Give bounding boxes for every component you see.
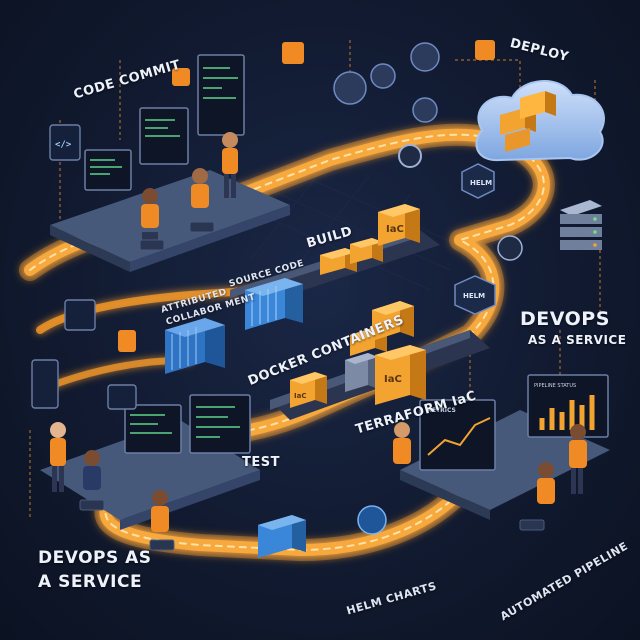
label-devops-right-2: AS A SERVICE: [528, 333, 627, 347]
build-crates: [320, 204, 420, 275]
monitors-metrics: [419, 374, 609, 471]
person-5: [83, 450, 101, 490]
docker-container-3: [258, 515, 306, 558]
monitors-code: [84, 54, 245, 191]
docker-container-2: [245, 278, 303, 330]
terraform-crates: [290, 301, 426, 408]
person-1: [222, 132, 238, 198]
tool-icons: [333, 42, 523, 535]
helm-badge-2: HELM: [463, 292, 485, 300]
person-6: [151, 490, 169, 532]
label-devops-left-1: DEVOPS AS: [38, 548, 152, 568]
iac-badge-1: IaC: [386, 224, 404, 235]
iac-badge-2: IaC: [384, 374, 402, 385]
helm-icon: [454, 163, 496, 315]
monitors-test: [124, 394, 251, 454]
git-icon: [118, 40, 495, 352]
person-9: [537, 462, 555, 504]
people: [50, 132, 587, 532]
code-panels: [31, 124, 137, 410]
metrics-text: METRICS: [426, 407, 456, 414]
pipeline-status-text: PIPELINE STATUS: [534, 383, 576, 389]
helm-badge-1: HELM: [470, 179, 492, 187]
person-7: [393, 422, 411, 464]
cloud-icon: [475, 80, 605, 162]
person-3: [191, 168, 209, 208]
code-icon: </>: [55, 140, 72, 150]
person-2: [141, 188, 159, 240]
label-test: TEST: [242, 455, 280, 470]
desk-code-commit: [50, 170, 290, 272]
label-devops-right-1: DEVOPS: [520, 308, 610, 330]
server-icon: [560, 200, 602, 250]
label-devops-left-2: A SERVICE: [38, 572, 143, 592]
chairs: [79, 221, 545, 551]
iac-badge-3: IaC: [294, 392, 306, 400]
person-4: [50, 422, 66, 492]
docker-container-1: [165, 318, 225, 374]
person-8: [569, 424, 587, 494]
